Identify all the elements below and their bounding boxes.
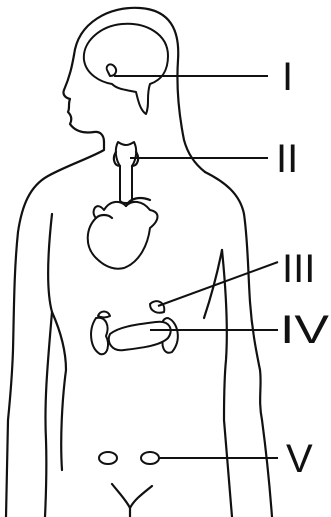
brain-outline — [84, 24, 168, 114]
right-adrenal-gland — [150, 301, 164, 313]
abdominal-organs — [91, 301, 178, 354]
label-V: V — [286, 437, 313, 481]
right-ovary — [141, 452, 159, 464]
thyroid-trachea — [114, 142, 138, 203]
groin-line — [112, 484, 152, 517]
left-adrenal-gland — [98, 312, 110, 318]
left-chest-line — [48, 214, 66, 470]
ovaries — [99, 452, 159, 464]
leader-lines — [114, 76, 278, 458]
neck-shoulder-left — [6, 142, 104, 517]
brain — [84, 24, 168, 114]
pancreas — [109, 322, 171, 351]
trachea — [116, 142, 136, 203]
left-inner-arm — [45, 312, 52, 517]
label-II: II — [276, 137, 298, 181]
heart-outline — [88, 202, 158, 269]
label-III: III — [282, 247, 315, 291]
label-I: I — [282, 55, 293, 99]
left-kidney — [91, 318, 108, 354]
neck-shoulder-right — [205, 172, 272, 517]
label-IV: IV — [280, 308, 329, 352]
right-inner-arm — [222, 250, 232, 517]
pituitary-gland — [107, 64, 116, 76]
labels: I II III IV V — [276, 55, 329, 481]
left-ovary — [99, 452, 117, 464]
heart — [88, 198, 158, 269]
